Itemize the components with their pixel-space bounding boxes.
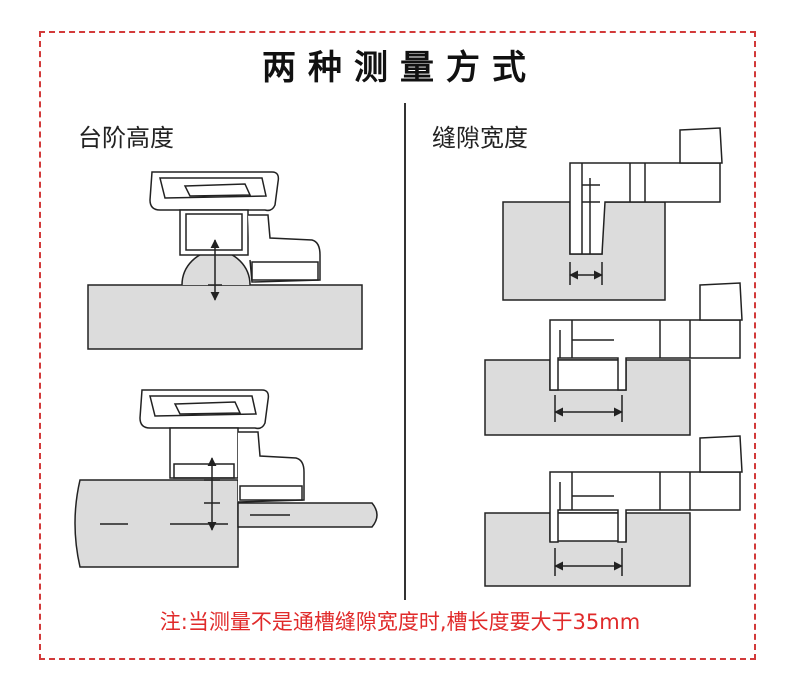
dashed-frame: [39, 31, 756, 660]
gap-width-illustration-2: [484, 282, 743, 436]
step-height-label: 台阶高度: [78, 124, 174, 152]
caliper-jaw-top-1: [679, 127, 723, 164]
gauge-head-top-2: [139, 389, 270, 430]
caliper-jaw-top-3: [699, 435, 743, 473]
gauge-stem-2: [169, 427, 239, 479]
bump-profile: [181, 250, 251, 286]
gauge-head-top: [149, 171, 280, 212]
small-shaft: [237, 502, 378, 528]
flat-workpiece: [87, 284, 363, 350]
large-shaft: [74, 479, 239, 568]
gauge-stem: [179, 209, 249, 256]
gap-width-illustration-3: [484, 435, 743, 587]
gauge-foot-2: [237, 431, 305, 503]
section-divider: [404, 103, 406, 600]
gap-width-label: 缝隙宽度: [432, 124, 528, 152]
gauge-foot: [248, 214, 321, 283]
diagram-title: 两种测量方式: [262, 48, 538, 88]
step-height-flat-illustration: [87, 171, 363, 350]
step-height-shaft-illustration: [74, 389, 378, 568]
gap-width-illustration-1: [502, 127, 723, 301]
measurement-note: 注:当测量不是通槽缝隙宽度时,槽长度要大于35mm: [159, 610, 641, 634]
caliper-jaw-top-2: [699, 282, 743, 321]
